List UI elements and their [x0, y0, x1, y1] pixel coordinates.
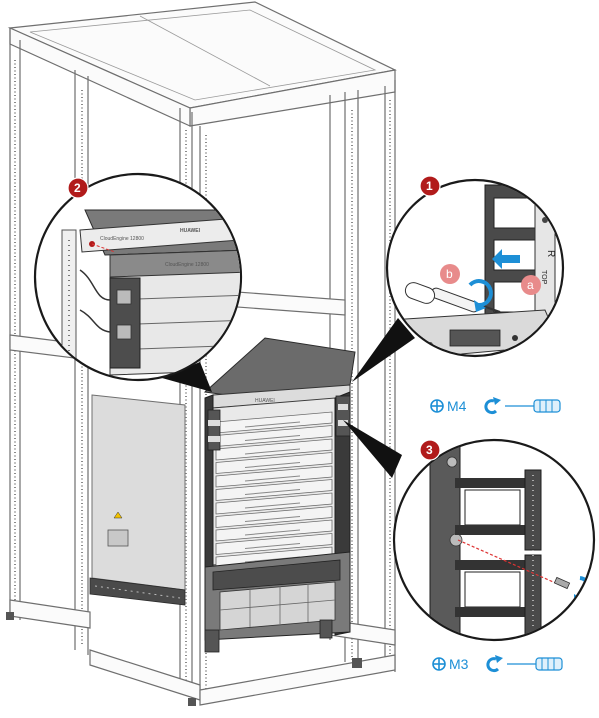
line-card — [215, 506, 333, 528]
callout-2 — [67, 177, 89, 199]
line-card — [215, 465, 333, 488]
rotate-arrow-icon — [468, 279, 493, 308]
screwdriver-icon — [507, 657, 563, 671]
line-card — [215, 519, 333, 542]
line-card-handle — [244, 435, 301, 441]
line-card-handle — [244, 421, 301, 428]
push-arrow-icon — [492, 249, 520, 269]
zoom-detail-1: R TOP b a 1 — [385, 175, 565, 358]
line-card — [215, 438, 333, 461]
zoom-detail-2: HUAWEI CloudEngine 12800 CloudEngine 128… — [33, 172, 243, 382]
callout-a-letter: a — [527, 278, 534, 292]
callout-a — [521, 275, 541, 295]
bracket-side-mark: R — [545, 250, 556, 257]
phillips-head-icon — [432, 657, 446, 671]
line-card — [215, 452, 333, 474]
callout-3 — [419, 439, 441, 461]
screw-size-lower: M3 — [449, 656, 469, 672]
pointer-to-zoom-3 — [343, 420, 402, 478]
callout-3-number: 3 — [426, 443, 433, 457]
clockwise-arrow-icon — [486, 655, 503, 673]
zoom2-model-front: CloudEngine 12800 — [165, 262, 209, 268]
bracket-top-mark: TOP — [540, 270, 547, 285]
clockwise-arrow-icon — [484, 397, 501, 415]
phillips-head-icon — [430, 399, 444, 413]
line-card-handle — [244, 448, 301, 455]
line-card-handle — [244, 475, 301, 482]
line-card — [215, 479, 333, 501]
line-card — [215, 492, 333, 515]
chassis-brand: HUAWEI — [255, 398, 275, 404]
line-card-handle — [244, 489, 301, 495]
zoom-detail-3: 3 — [392, 438, 596, 642]
switch-chassis: HUAWEI — [203, 337, 356, 653]
callout-2-number: 2 — [74, 181, 81, 195]
callout-b-letter: b — [446, 267, 453, 281]
screw-spec-lower: M3 — [432, 655, 563, 673]
line-card-handle — [244, 529, 301, 536]
pointer-to-zoom-2 — [162, 362, 212, 392]
line-card — [215, 533, 333, 555]
callout-1 — [419, 175, 441, 197]
line-card-handle — [244, 502, 301, 509]
screw-size-upper: M4 — [447, 398, 467, 414]
side-panel — [91, 394, 186, 591]
screw-spec-upper: M4 — [430, 397, 561, 415]
zoom-pointers — [162, 318, 415, 478]
pointer-to-zoom-1 — [352, 318, 415, 382]
zoom2-model-top: CloudEngine 12800 — [100, 236, 144, 242]
zoom2-brand: HUAWEI — [180, 228, 201, 234]
screwdriver-icon — [505, 399, 561, 413]
line-card-handle — [244, 543, 301, 549]
callout-b — [440, 264, 460, 284]
line-card-slots — [215, 411, 333, 569]
line-card-handle — [244, 462, 301, 468]
callout-1-number: 1 — [426, 179, 433, 193]
line-card-handle — [244, 516, 301, 522]
